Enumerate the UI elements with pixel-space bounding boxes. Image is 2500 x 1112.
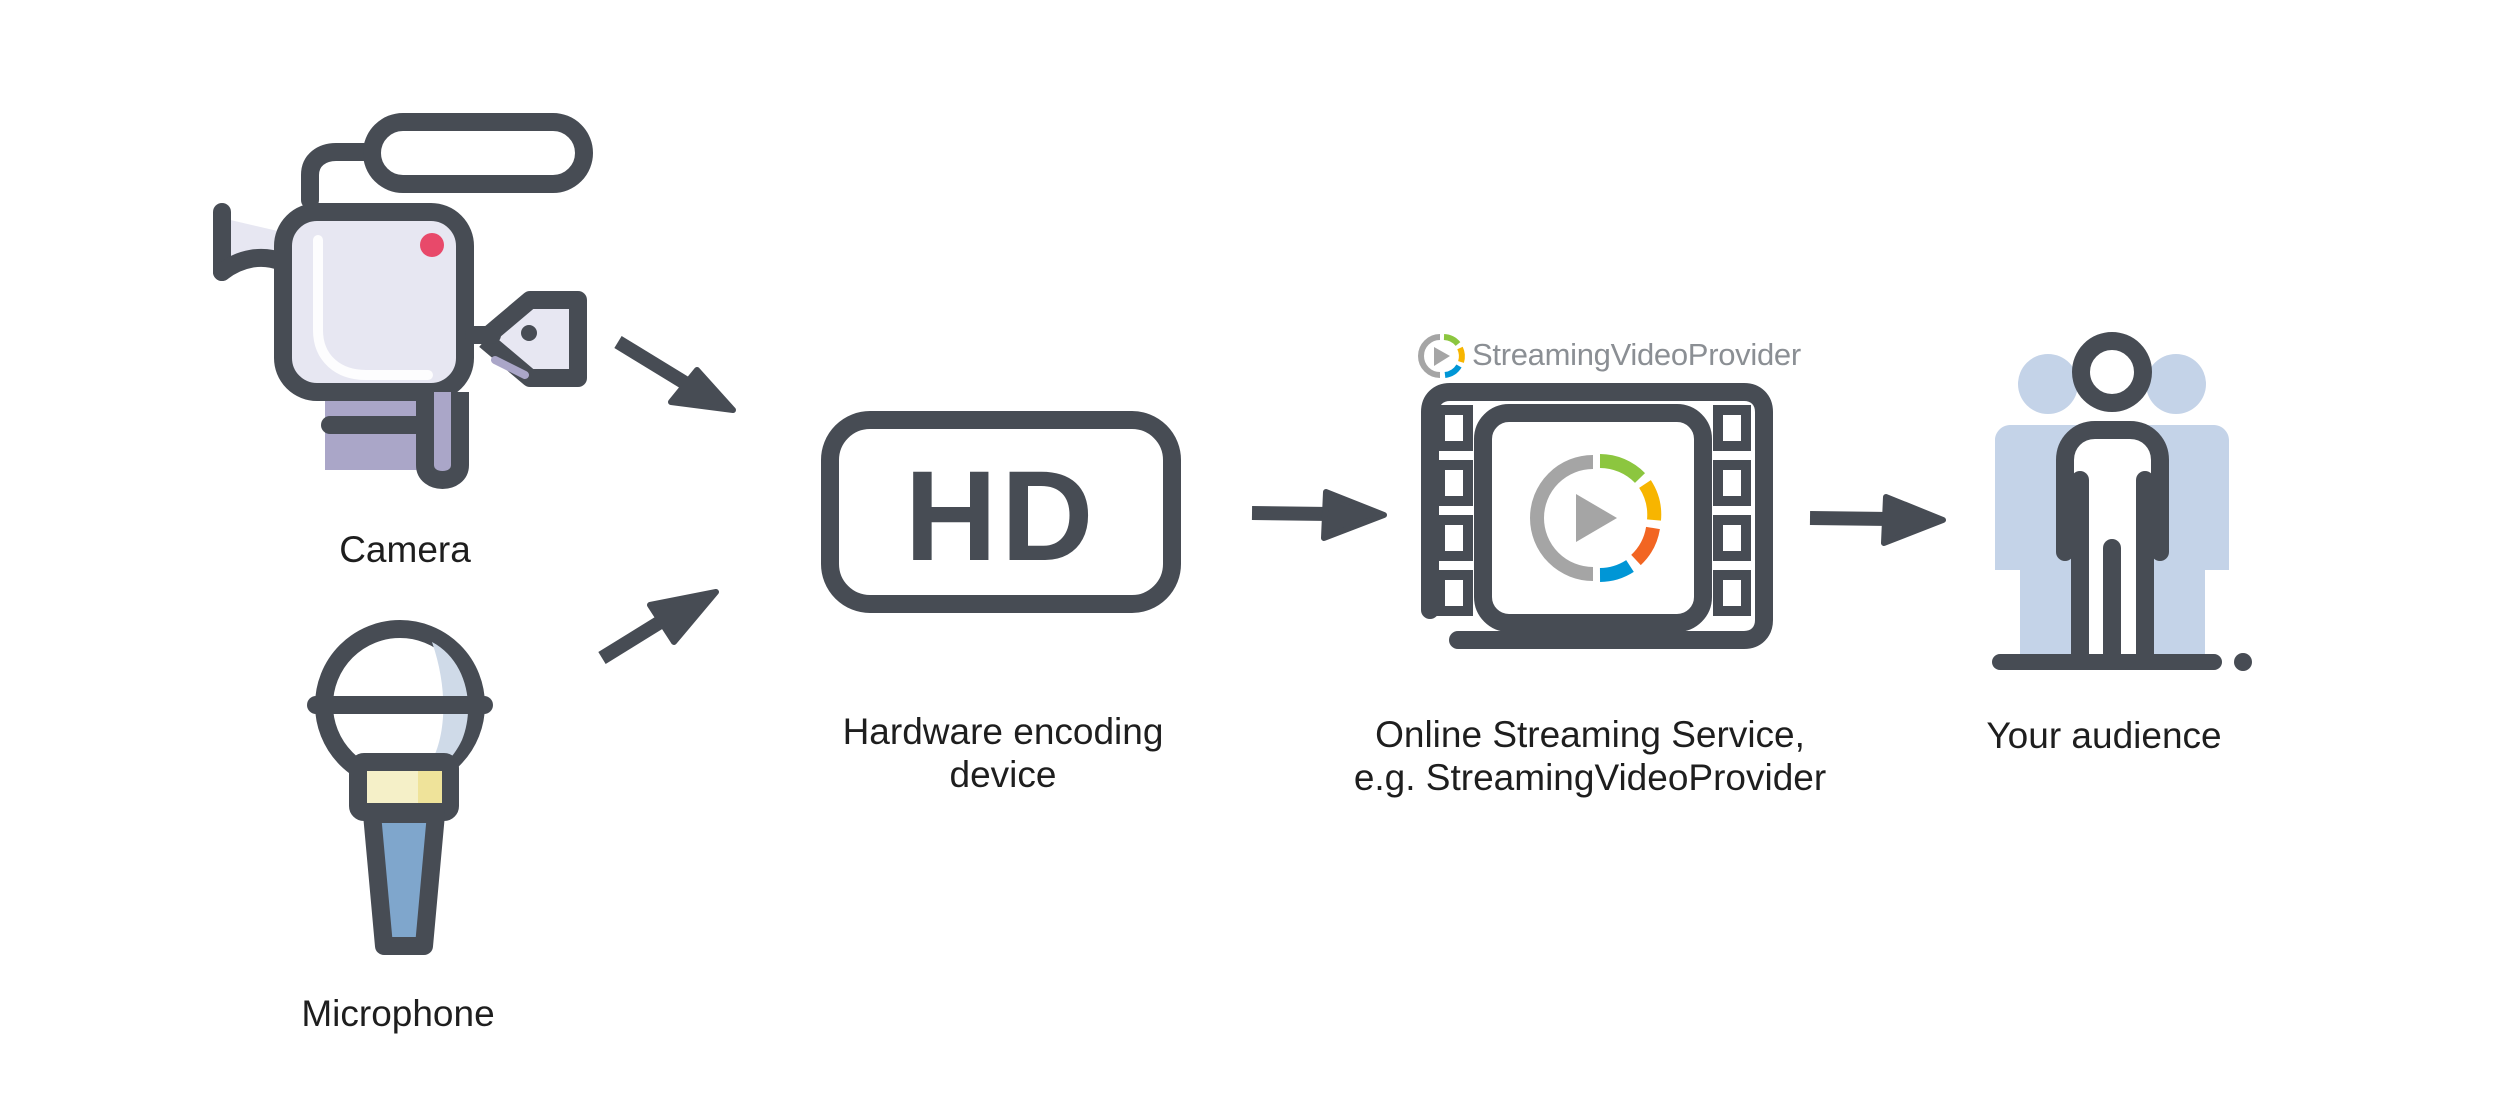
- encoder-label-line2: device: [949, 754, 1057, 795]
- camera-label: Camera: [339, 529, 471, 570]
- microphone-icon: [307, 620, 493, 955]
- streamingvideoprovider-logo-icon: [1418, 334, 1465, 378]
- microphone-label: Microphone: [301, 993, 495, 1034]
- audience-label: Your audience: [1986, 715, 2222, 756]
- arrow-camera-to-encoder: [614, 336, 736, 413]
- encoder-label: Hardware encoding device: [843, 710, 1164, 796]
- hd-badge-text: HD: [905, 445, 1098, 588]
- play-logo-icon: [1530, 454, 1662, 582]
- film-strip-play-icon: [1421, 383, 1773, 649]
- arrow-microphone-to-encoder: [598, 589, 719, 664]
- arrow-service-to-audience: [1809, 494, 1946, 546]
- encoder-label-line1: Hardware encoding: [842, 711, 1164, 752]
- streaming-service-label-line1: Online Streaming Service,: [1375, 714, 1805, 755]
- arrow-encoder-to-service: [1251, 489, 1387, 541]
- video-camera-icon: [213, 113, 593, 489]
- streaming-service-label: Online Streaming Service, e.g. Streaming…: [1354, 713, 1826, 799]
- people-group-icon: [1992, 332, 2252, 671]
- streaming-service-label-line2: e.g. StreamingVideoProvider: [1353, 757, 1827, 798]
- brand-logo-text: StreamingVideoProvider: [1472, 337, 1801, 372]
- hd-badge-icon: HD: [821, 411, 1181, 613]
